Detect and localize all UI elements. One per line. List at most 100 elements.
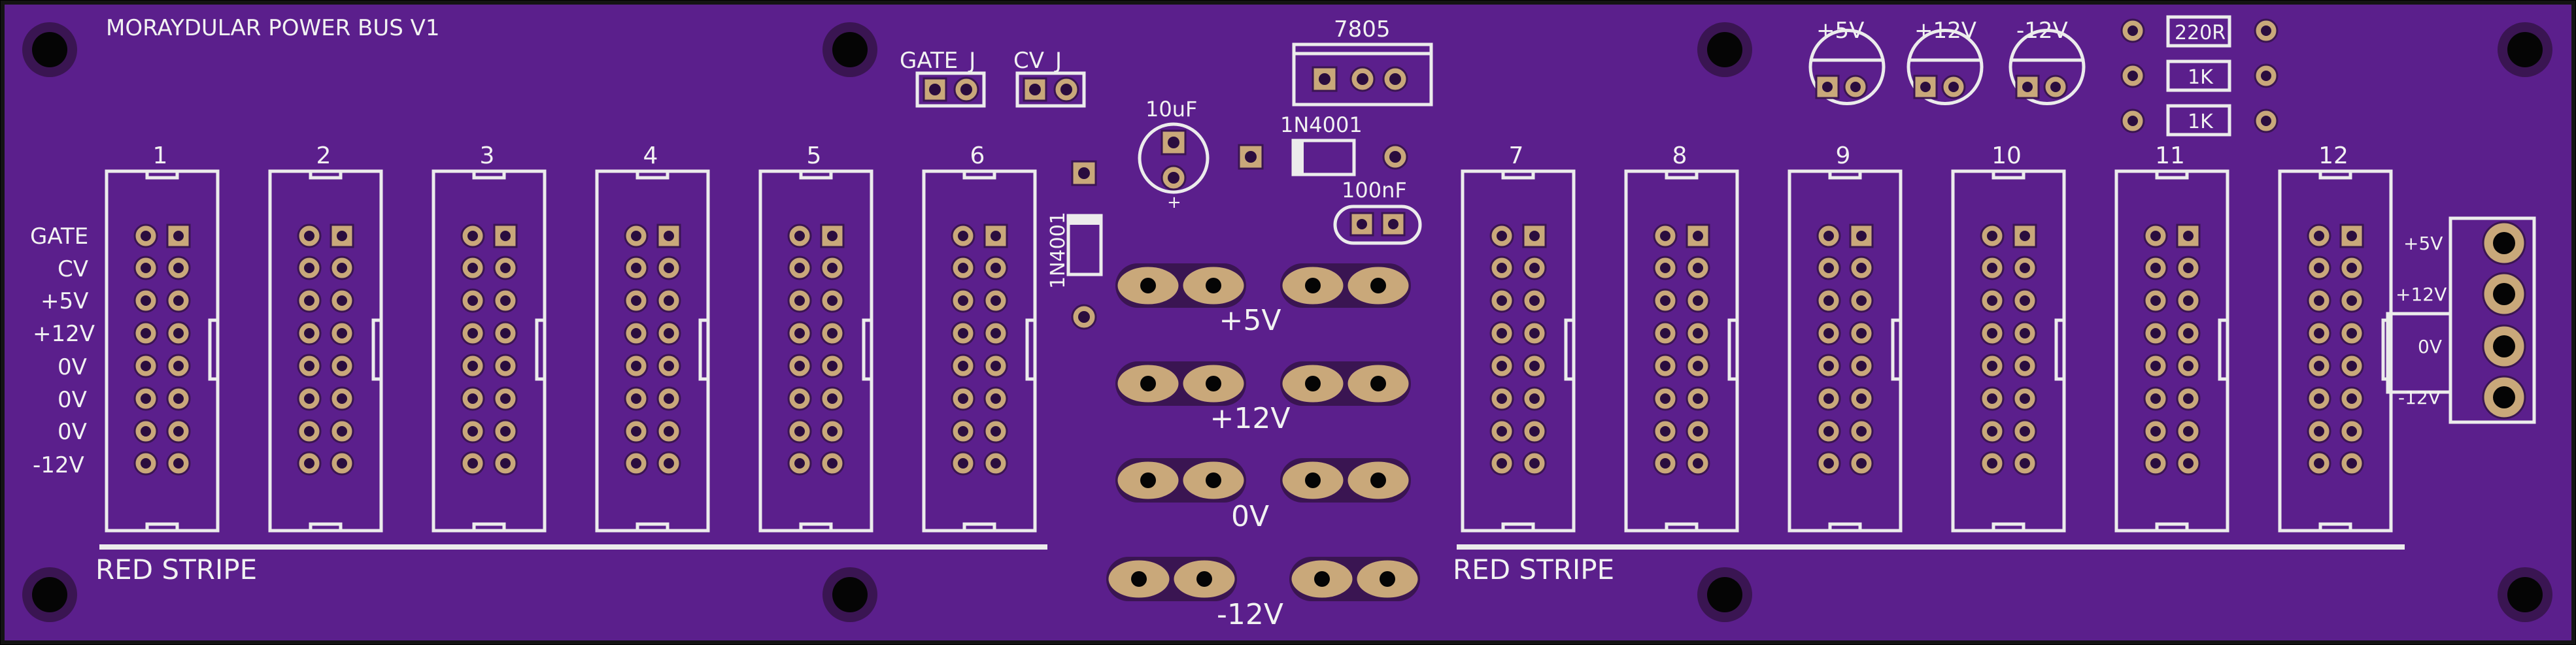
header-7: 7: [1461, 142, 1576, 533]
power-input-connector: +5V +12V 0V -12V: [2386, 216, 2536, 424]
mount-hole-tl: [22, 22, 77, 77]
power-input-pad-12v: [2482, 272, 2526, 316]
mount-hole-tml: [822, 22, 877, 77]
header-11: 11: [2114, 142, 2229, 533]
mount-hole-bl: [22, 567, 77, 622]
diode-side-label: 1N4001: [1047, 212, 1070, 289]
cv-jack-label: CV_J: [1013, 48, 1062, 74]
bus-rail: +5V: [1115, 263, 1411, 337]
red-stripe-right: RED STRIPE: [1453, 544, 2405, 586]
bus-rail-label: +5V: [1219, 304, 1281, 337]
diode-top-label: 1N4001: [1280, 112, 1363, 137]
bus-pad-pair: [1289, 557, 1420, 601]
header-8: 8: [1624, 142, 1739, 533]
led-neg12v: -12V: [2008, 18, 2086, 106]
power-input-pad-5v: [2482, 221, 2526, 265]
header-pin-1: [983, 223, 1008, 248]
bus-pad-pair: [1115, 263, 1246, 308]
bus-rail-label: 0V: [1231, 500, 1269, 533]
capacitor-100nf: 100nF: [1333, 178, 1422, 245]
header-1: 1: [105, 142, 220, 533]
mount-hole-bmr: [1697, 567, 1752, 622]
led-12v: +12V: [1907, 18, 1984, 106]
header-number: 9: [1836, 142, 1851, 169]
bus-rails: +5V +12V 0V -12V: [1106, 263, 1420, 631]
bus-pad-pair: [1280, 458, 1411, 503]
cap-10uf-label: 10uF: [1145, 97, 1197, 122]
bus-pad-pair: [1115, 361, 1246, 406]
header-number: 2: [316, 142, 331, 169]
bus-pad-pair: [1115, 458, 1246, 503]
bus-rail-label: +12V: [1210, 402, 1291, 435]
power-input-label-neg12v: -12V: [2398, 387, 2441, 408]
header-10: 10: [1951, 142, 2066, 533]
pin-label-12v: +12V: [33, 321, 95, 347]
red-stripe-left-label: RED STRIPE: [95, 554, 257, 586]
power-input-label-5v: +5V: [2403, 233, 2443, 254]
red-stripe-left: RED STRIPE: [95, 544, 1047, 586]
power-input-pad-neg12v: [2482, 375, 2526, 420]
power-input-label-0v: 0V: [2418, 336, 2442, 357]
red-stripe-right-label: RED STRIPE: [1453, 554, 1614, 586]
resistor-group: 220R 1K 1K: [2120, 15, 2279, 137]
resistor-1k-a-label: 1K: [2188, 66, 2214, 89]
bus-rail-label: -12V: [1217, 598, 1283, 631]
pin-labels: GATE CV +5V +12V 0V 0V 0V -12V: [30, 223, 95, 478]
pin-label-5v: +5V: [41, 288, 88, 314]
header-6: 6: [922, 142, 1037, 533]
pin-label-cv: CV: [58, 256, 88, 282]
header-4: 4: [595, 142, 710, 533]
header-12: 12: [2278, 142, 2393, 533]
diode-top: 1N4001: [1280, 112, 1363, 176]
pin-label-0v-c: 0V: [58, 419, 87, 445]
resistor-220r: 220R: [2120, 15, 2279, 48]
mounting-holes: [22, 22, 2552, 622]
led-5v: +5V: [1808, 18, 1886, 106]
pin-label-0v-b: 0V: [58, 387, 87, 413]
header-number: 8: [1672, 142, 1687, 169]
diode-pads: [1071, 144, 1408, 330]
pin-label-gate: GATE: [30, 223, 88, 250]
bus-pad-pair: [1280, 263, 1411, 308]
power-input-label-12v: +12V: [2396, 284, 2447, 305]
resistor-1k-a: 1K: [2120, 59, 2279, 92]
bus-rail: +12V: [1115, 361, 1411, 435]
cv-jack: CV_J: [1013, 48, 1086, 108]
mount-hole-tmr: [1697, 22, 1752, 77]
header-number: 12: [2318, 142, 2348, 169]
mount-hole-tr: [2498, 22, 2552, 77]
diode-side: 1N4001: [1047, 212, 1103, 289]
regulator-7805: 7805: [1292, 16, 1433, 107]
resistor-1k-b-label: 1K: [2188, 110, 2214, 133]
cap-100nf-label: 100nF: [1342, 178, 1407, 203]
bus-rail: -12V: [1106, 557, 1420, 631]
pin-label-0v-a: 0V: [58, 354, 87, 380]
gate-jack-label: GATE_J: [900, 48, 975, 74]
header-number: 6: [970, 142, 985, 169]
header-3: 3: [432, 142, 547, 533]
cap-plus-label: +: [1167, 193, 1181, 212]
bus-pad-pair: [1280, 361, 1411, 406]
capacitor-10uf: 10uF +: [1138, 97, 1210, 212]
power-input-pad-0v: [2482, 324, 2526, 369]
header-number: 11: [2155, 142, 2185, 169]
pin-label-neg12v: -12V: [33, 452, 84, 478]
header-number: 1: [153, 142, 168, 169]
gate-jack: GATE_J: [900, 48, 986, 108]
header-9: 9: [1788, 142, 1903, 533]
bus-pad-pair: [1106, 557, 1237, 601]
resistor-220r-label: 220R: [2175, 22, 2226, 44]
mount-hole-bml: [822, 567, 877, 622]
header-number: 5: [807, 142, 822, 169]
header-2: 2: [268, 142, 383, 533]
header-5: 5: [758, 142, 873, 533]
mount-hole-br: [2498, 567, 2552, 622]
header-number: 4: [643, 142, 658, 169]
header-number: 7: [1509, 142, 1524, 169]
header-number: 10: [1991, 142, 2022, 169]
header-number: 3: [480, 142, 495, 169]
